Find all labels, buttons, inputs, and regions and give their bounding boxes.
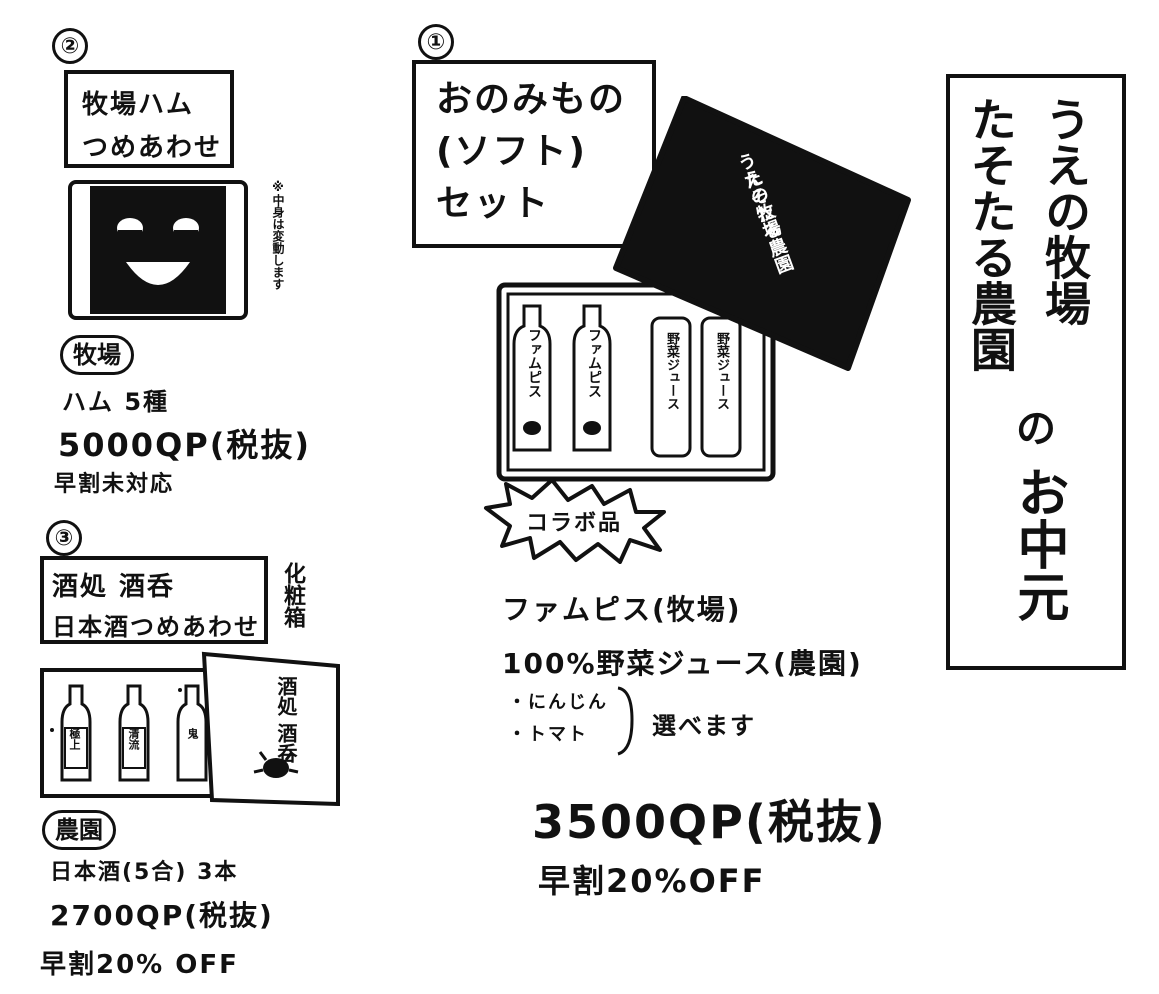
banner-ochugen: お中元 — [1008, 466, 1068, 622]
collab-burst — [480, 478, 670, 564]
bottle-label-2: ファムピス — [586, 328, 602, 398]
item2-note: ※中身は変動します — [271, 180, 285, 290]
item2-title-box: 牧場ハム つめあわせ — [64, 70, 234, 168]
banner-col1: うえの牧場 — [1038, 96, 1092, 326]
banner-box — [946, 74, 1126, 670]
item1-choose: 選べます — [652, 712, 756, 740]
bottle-label-1: ファムピス — [526, 328, 542, 398]
item-number-1: ① — [418, 24, 454, 60]
item3-title-line2: 日本酒つめあわせ — [52, 613, 260, 641]
item1-price: 3500QP(税抜) — [532, 795, 887, 849]
item3-price: 2700QP(税抜) — [50, 899, 274, 932]
item3-discount: 早割20% OFF — [40, 950, 239, 980]
item1-discount: 早割20%OFF — [538, 862, 766, 900]
item1-title-line3: セット — [436, 183, 551, 224]
collab-label: コラボ品 — [526, 511, 623, 536]
item2-price: 5000QP(税抜) — [58, 426, 311, 464]
option-brace — [614, 686, 638, 760]
item2-tag: 牧場 — [60, 335, 134, 375]
banner-no: の — [1016, 406, 1058, 452]
item1-option2: ・トマト — [508, 724, 588, 745]
item3-bottle-label-1: 極上 — [68, 728, 81, 750]
item-number-2: ② — [52, 28, 88, 64]
item1-title-box: おのみもの (ソフト) セット — [412, 60, 656, 248]
item1-line1: ファムピス(牧場) — [502, 593, 742, 626]
item2-title-line1: 牧場ハム — [82, 90, 195, 120]
item3-bottle-label-2: 清流 — [127, 728, 140, 750]
bottle-label-3: 野菜ジュース — [664, 332, 679, 410]
drinks-box-illustration — [496, 282, 776, 482]
item3-side-note: 化粧箱 — [280, 562, 305, 628]
bottle-label-4: 野菜ジュース — [714, 332, 729, 410]
banner-col2: たそたる農園 — [964, 96, 1018, 372]
item3-title-line1: 酒処 酒呑 — [52, 572, 176, 602]
item1-option1: ・にんじん — [508, 692, 608, 713]
sake-box-illustration — [40, 650, 340, 807]
ham-box-illustration — [68, 180, 248, 320]
item2-discount: 早割未対応 — [54, 472, 175, 497]
item1-line2: 100%野菜ジュース(農園) — [502, 647, 863, 680]
item3-lid-text: 酒処 酒呑 — [274, 676, 298, 763]
item1-title-line1: おのみもの — [436, 79, 627, 120]
item3-bottle-label-3: 鬼 — [186, 728, 199, 739]
item1-title-line2: (ソフト) — [436, 131, 587, 172]
item3-line1: 日本酒(5合) 3本 — [50, 860, 239, 885]
item-number-3: ③ — [46, 520, 82, 556]
item2-line1: ハム 5種 — [62, 388, 170, 416]
item3-title-box: 酒処 酒呑 日本酒つめあわせ — [40, 556, 268, 644]
gift-box-lid — [612, 95, 912, 372]
item3-tag: 農園 — [42, 810, 116, 850]
item2-title-line2: つめあわせ — [82, 133, 223, 163]
